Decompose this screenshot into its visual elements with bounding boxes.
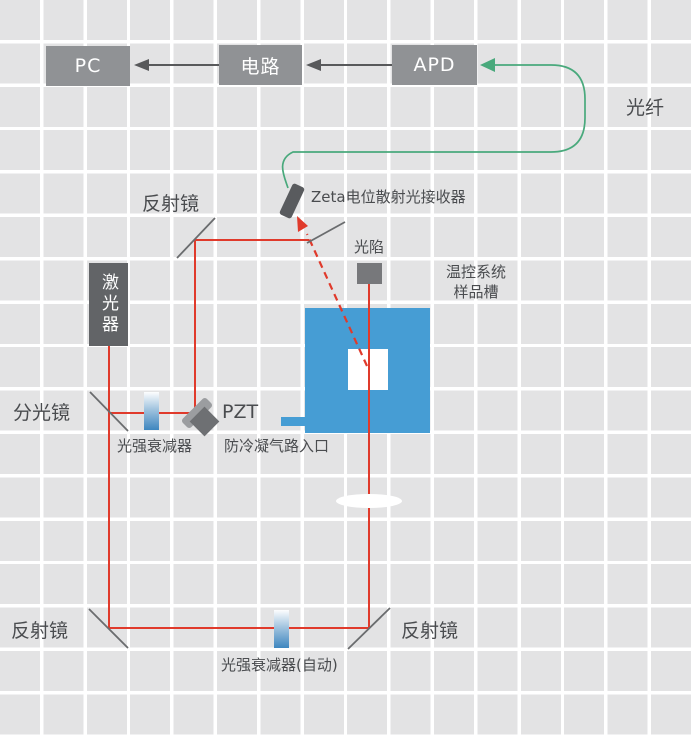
attenuator-auto-label: 光强衰减器(自动) xyxy=(221,656,338,674)
laser-box: 激光器 xyxy=(89,263,128,346)
laser-label: 激光器 xyxy=(98,273,118,336)
circuit-box: 电路 xyxy=(219,45,302,85)
mirror-bottom-left-label: 反射镜 xyxy=(11,620,69,642)
attenuator-label: 光强衰减器 xyxy=(117,437,193,455)
apd-label: APD xyxy=(413,54,456,76)
gas-inlet-tab xyxy=(281,417,307,426)
laser-beam-path xyxy=(108,239,370,629)
temp-system-label: 温控系统 样品槽 xyxy=(428,263,524,302)
signal-arrow-apd-to-circuit xyxy=(306,59,392,71)
circuit-label: 电路 xyxy=(240,55,281,78)
beam-splitter-line xyxy=(89,391,129,432)
scattered-light-ray xyxy=(305,233,369,367)
attenuator-auto-bar xyxy=(274,610,289,648)
fiber-label: 光纤 xyxy=(626,97,665,119)
mirror-top-left xyxy=(176,217,216,259)
attenuator-bar xyxy=(144,392,159,430)
pzt-mirror xyxy=(181,397,220,437)
signal-arrow-circuit-to-pc xyxy=(134,59,219,71)
lens-ellipse xyxy=(336,494,402,508)
mirror-bottom-right-line xyxy=(347,607,391,650)
apd-box: APD xyxy=(392,45,477,85)
pc-box: PC xyxy=(46,46,130,86)
pzt-label: PZT xyxy=(222,401,259,423)
light-trap-square xyxy=(357,263,382,284)
light-trap-label: 光陷 xyxy=(354,238,385,256)
zeta-receiver-element xyxy=(279,183,305,219)
optical-fiber-path xyxy=(281,58,586,189)
zeta-receiver-label: Zeta电位散射光接收器 xyxy=(311,188,466,206)
pc-label: PC xyxy=(74,55,102,77)
mirror-near-receiver xyxy=(306,221,346,244)
temp-system-line1: 温控系统 xyxy=(445,263,506,281)
beam-splitter-label: 分光镜 xyxy=(13,402,71,424)
mirror-bottom-right-label: 反射镜 xyxy=(401,620,459,642)
fiber-arrowhead xyxy=(480,58,495,72)
temp-system-line2: 样品槽 xyxy=(453,282,499,301)
mirror-bottom-left-line xyxy=(88,608,129,649)
gas-inlet-label: 防冷凝气路入口 xyxy=(224,437,330,455)
scattered-light-arrowhead xyxy=(297,216,308,232)
mirror-top-label: 反射镜 xyxy=(142,193,200,215)
